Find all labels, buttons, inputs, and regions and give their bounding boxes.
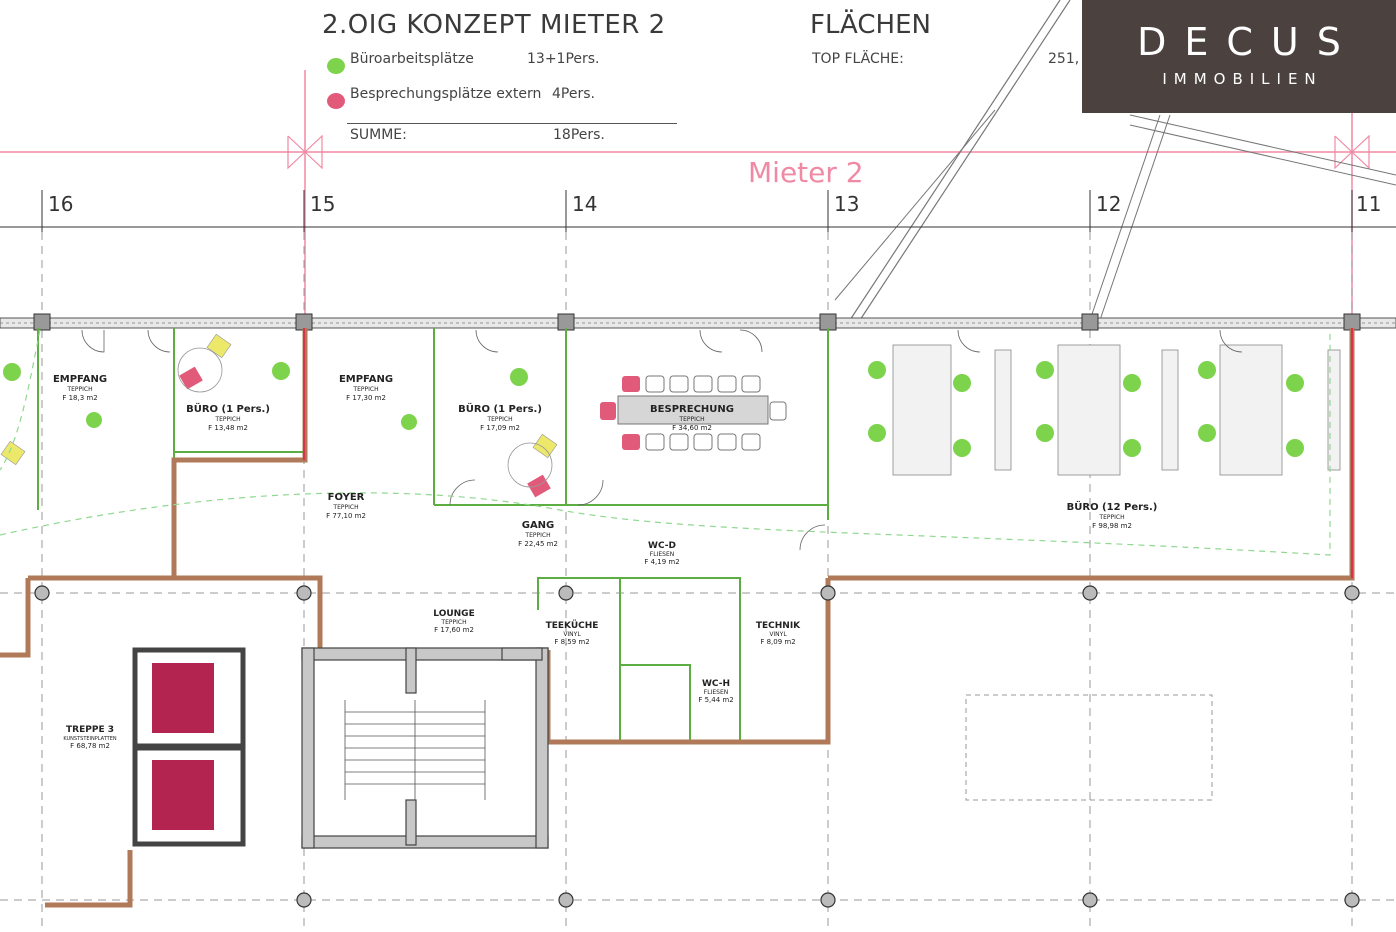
svg-text:VINYL: VINYL	[563, 631, 581, 638]
svg-text:BÜRO (1 Pers.): BÜRO (1 Pers.)	[186, 401, 270, 415]
svg-text:VINYL: VINYL	[769, 631, 787, 638]
room-teekueche: TEEKÜCHE VINYL F 8,59 m2	[546, 620, 599, 646]
room-besprechung: BESPRECHUNG TEPPICH F 34,60 m2	[650, 404, 734, 432]
svg-text:F 8,59 m2: F 8,59 m2	[554, 638, 589, 646]
room-gang: GANG TEPPICH F 22,45 m2	[518, 520, 558, 548]
svg-text:F 5,44 m2: F 5,44 m2	[698, 696, 733, 704]
sum-divider	[347, 123, 677, 124]
room-wc-d: WC-D FLIESEN F 4,19 m2	[644, 541, 679, 566]
logo-name: DECUS	[1137, 20, 1359, 64]
plan-title: 2.OIG KONZEPT MIETER 2	[322, 10, 666, 40]
svg-text:TEPPICH: TEPPICH	[352, 386, 378, 393]
svg-text:BÜRO (12 Pers.): BÜRO (12 Pers.)	[1067, 499, 1158, 513]
svg-text:EMPFANG: EMPFANG	[53, 374, 107, 385]
svg-text:EMPFANG: EMPFANG	[339, 374, 393, 385]
svg-text:TEPPICH: TEPPICH	[1098, 514, 1124, 521]
svg-text:TEPPICH: TEPPICH	[440, 619, 466, 626]
svg-text:F 17,09 m2: F 17,09 m2	[480, 424, 520, 432]
svg-text:TEPPICH: TEPPICH	[524, 532, 550, 539]
svg-text:WC-D: WC-D	[648, 541, 676, 551]
legend-label-office: Büroarbeitsplätze	[350, 51, 474, 67]
svg-text:TEPPICH: TEPPICH	[678, 416, 704, 423]
logo-subtitle: IMMOBILIEN	[1162, 70, 1323, 88]
room-buero-2: BÜRO (1 Pers.) TEPPICH F 17,09 m2	[458, 401, 542, 432]
room-buero-1: BÜRO (1 Pers.) TEPPICH F 13,48 m2	[186, 401, 270, 432]
axis-label: 13	[834, 192, 859, 216]
svg-text:TECHNIK: TECHNIK	[756, 621, 801, 631]
svg-text:F 4,19 m2: F 4,19 m2	[644, 558, 679, 566]
svg-text:F 34,60 m2: F 34,60 m2	[672, 424, 712, 432]
axis-label: 14	[572, 192, 597, 216]
svg-text:F 98,98 m2: F 98,98 m2	[1092, 522, 1132, 530]
svg-text:BESPRECHUNG: BESPRECHUNG	[650, 404, 734, 415]
sum-label: SUMME:	[350, 127, 407, 143]
legend-value-meeting: 4Pers.	[552, 86, 595, 102]
svg-text:GANG: GANG	[522, 520, 555, 531]
room-empfang-1: EMPFANG TEPPICH F 18,3 m2	[53, 374, 107, 402]
room-treppe-3: TREPPE 3 KUNSTSTEINPLATTEN F 68,78 m2	[63, 725, 117, 750]
svg-text:F 77,10 m2: F 77,10 m2	[326, 512, 366, 520]
top-flaeche-label: TOP FLÄCHE:	[812, 51, 904, 67]
room-foyer: FOYER TEPPICH F 77,10 m2	[326, 492, 366, 520]
svg-text:FLIESEN: FLIESEN	[704, 689, 728, 696]
axis-label: 15	[310, 192, 335, 216]
decus-logo: DECUS IMMOBILIEN	[1082, 0, 1396, 113]
svg-text:TEEKÜCHE: TEEKÜCHE	[546, 620, 599, 631]
legend-value-office: 13+1Pers.	[527, 51, 600, 67]
room-empfang-2: EMPFANG TEPPICH F 17,30 m2	[339, 374, 393, 402]
svg-text:F 13,48 m2: F 13,48 m2	[208, 424, 248, 432]
svg-text:TEPPICH: TEPPICH	[332, 504, 358, 511]
svg-text:F 18,3 m2: F 18,3 m2	[62, 394, 97, 402]
svg-text:TEPPICH: TEPPICH	[486, 416, 512, 423]
svg-text:F 8,09 m2: F 8,09 m2	[760, 638, 795, 646]
svg-text:TEPPICH: TEPPICH	[66, 386, 92, 393]
svg-text:F 17,60 m2: F 17,60 m2	[434, 626, 474, 634]
sum-value: 18Pers.	[553, 127, 605, 143]
svg-text:F 68,78 m2: F 68,78 m2	[70, 742, 110, 750]
axis-label: 12	[1096, 192, 1121, 216]
svg-text:KUNSTSTEINPLATTEN: KUNSTSTEINPLATTEN	[63, 736, 117, 742]
svg-text:WC-H: WC-H	[702, 679, 730, 689]
svg-text:LOUNGE: LOUNGE	[433, 609, 474, 619]
room-technik: TECHNIK VINYL F 8,09 m2	[756, 621, 801, 646]
axis-label: 16	[48, 192, 73, 216]
svg-text:TREPPE 3: TREPPE 3	[66, 725, 114, 735]
svg-text:F 17,30 m2: F 17,30 m2	[346, 394, 386, 402]
room-buero-12: BÜRO (12 Pers.) TEPPICH F 98,98 m2	[1067, 499, 1158, 530]
room-lounge: LOUNGE TEPPICH F 17,60 m2	[433, 609, 474, 634]
room-wc-h: WC-H FLIESEN F 5,44 m2	[698, 679, 733, 704]
tenant-label: Mieter 2	[748, 156, 864, 189]
flaechen-heading: FLÄCHEN	[810, 10, 931, 40]
office-seat-icon	[327, 58, 345, 74]
axis-label: 11	[1356, 192, 1381, 216]
svg-text:F 22,45 m2: F 22,45 m2	[518, 540, 558, 548]
svg-text:BÜRO (1 Pers.): BÜRO (1 Pers.)	[458, 401, 542, 415]
svg-text:TEPPICH: TEPPICH	[214, 416, 240, 423]
top-flaeche-value: 251,	[1048, 51, 1080, 67]
legend-label-meeting: Besprechungsplätze extern	[350, 86, 542, 102]
svg-text:FOYER: FOYER	[328, 492, 365, 503]
svg-text:FLIESEN: FLIESEN	[650, 551, 674, 558]
meeting-seat-icon	[327, 93, 345, 109]
